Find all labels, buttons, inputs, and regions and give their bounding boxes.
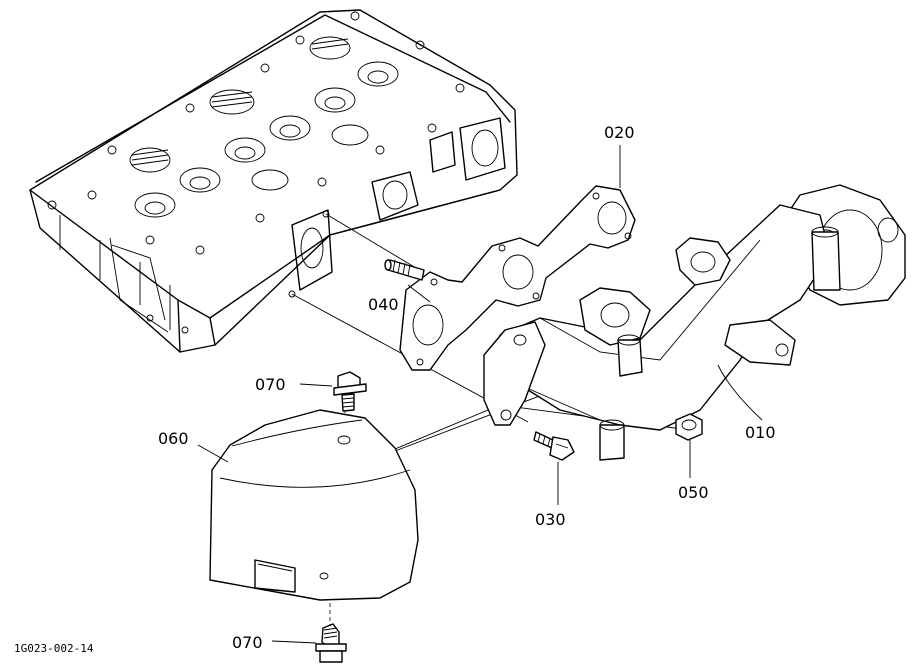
- callout-070-top: 070: [255, 375, 286, 394]
- diagram-code: 1G023-002-14: [14, 642, 94, 655]
- valve-springs: [129, 36, 351, 173]
- head-bolt-holes: [47, 11, 465, 334]
- callout-030: 030: [535, 510, 566, 529]
- stud-bolt-040: [384, 259, 425, 281]
- callout-040: 040: [368, 295, 399, 314]
- callout-020: 020: [604, 123, 635, 142]
- callout-060: 060: [158, 429, 189, 448]
- bolt-070-bottom: [315, 623, 347, 663]
- cylinder-head: [29, 9, 518, 353]
- exhaust-manifold-010: [483, 184, 906, 461]
- callout-leaders: [197, 145, 763, 644]
- bolt-030: [533, 431, 575, 461]
- gasket-020: [399, 185, 636, 371]
- bolt-070-top: [333, 371, 367, 412]
- port-bowls: [134, 61, 399, 218]
- callout-050: 050: [678, 483, 709, 502]
- nut-050: [675, 413, 703, 441]
- callout-010: 010: [745, 423, 776, 442]
- heat-shield-060: [209, 409, 419, 601]
- callout-070-bottom: 070: [232, 633, 263, 652]
